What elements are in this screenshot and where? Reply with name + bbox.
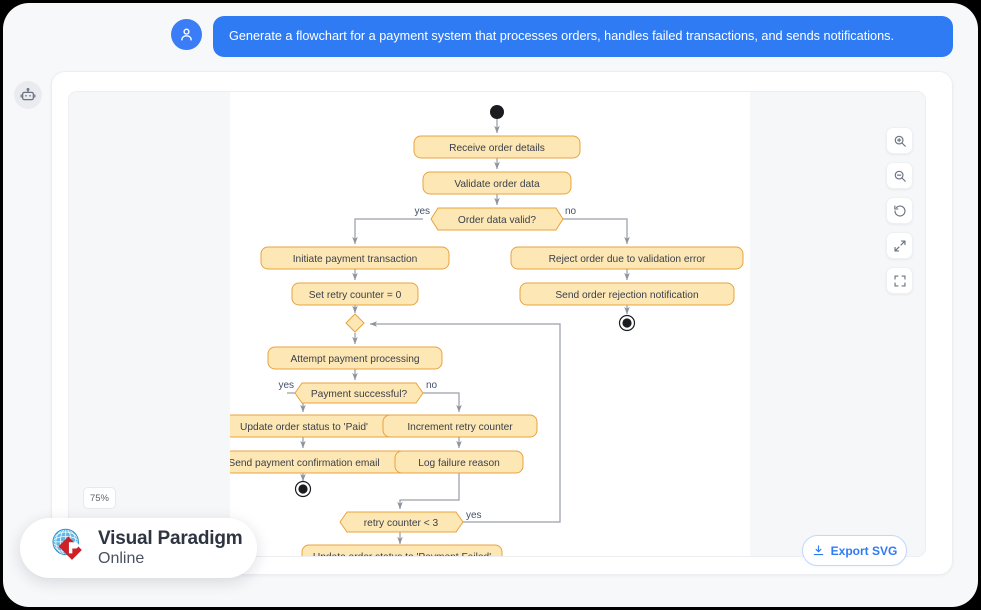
user-message-text: Generate a flowchart for a payment syste… (213, 16, 953, 57)
node-validate-order-data: Validate order data (422, 171, 572, 195)
svg-text:Increment retry counter: Increment retry counter (407, 422, 513, 433)
globe-diamond-logo (46, 524, 89, 572)
node-retry-counter-decision: retry counter < 3 (339, 511, 464, 533)
node-start (490, 105, 504, 119)
edge-label-yes-3: yes (466, 510, 482, 521)
user-message-row: Generate a flowchart for a payment syste… (171, 16, 953, 64)
diagram-canvas[interactable]: Receive order details Validate order dat… (68, 91, 926, 557)
brand-line-1: Visual Paradigm (98, 528, 243, 550)
app-window: Generate a flowchart for a payment syste… (3, 3, 978, 607)
node-receive-order-details: Receive order details (413, 135, 581, 159)
corner-brackets-icon (893, 274, 907, 288)
export-svg-label: Export SVG (830, 543, 898, 558)
fullscreen-button[interactable] (886, 267, 913, 294)
svg-text:retry counter < 3: retry counter < 3 (364, 518, 439, 529)
zoom-in-button[interactable] (886, 127, 913, 154)
node-merge-point (345, 313, 365, 333)
svg-text:Initiate payment transaction: Initiate payment transaction (293, 254, 418, 265)
node-update-order-status-paid: Update order status to 'Paid' (230, 414, 401, 438)
svg-text:Update order status to 'Paid': Update order status to 'Paid' (240, 422, 368, 433)
expand-arrows-icon (893, 239, 907, 253)
edge-label-no-2: no (426, 380, 438, 391)
zoom-level-badge: 75% (83, 487, 116, 509)
svg-text:Validate order data: Validate order data (454, 179, 540, 190)
svg-text:Attempt payment processing: Attempt payment processing (290, 354, 419, 365)
svg-text:Set retry counter = 0: Set retry counter = 0 (309, 290, 402, 301)
edge-label-no-1: no (565, 206, 577, 217)
svg-text:Send order rejection notificat: Send order rejection notification (555, 290, 698, 301)
diagram-paper: Receive order details Validate order dat… (230, 92, 750, 557)
node-order-data-valid-decision: Order data valid? (430, 207, 564, 231)
reset-button[interactable] (886, 197, 913, 224)
rotate-ccw-icon (893, 204, 907, 218)
edge-label-yes-1: yes (414, 206, 430, 217)
user-icon (171, 19, 202, 50)
magnifier-minus-icon (893, 169, 907, 183)
node-set-retry-counter-zero: Set retry counter = 0 (291, 282, 419, 306)
node-reject-order-validation-error: Reject order due to validation error (510, 246, 744, 270)
zoom-out-button[interactable] (886, 162, 913, 189)
export-svg-button[interactable]: Export SVG (802, 535, 907, 566)
node-end-rejection (618, 314, 636, 332)
svg-text:Update order status to 'Paymen: Update order status to 'Payment Failed' (313, 552, 491, 557)
visual-paradigm-logo: Visual Paradigm Online (20, 518, 257, 578)
node-end-success (294, 480, 312, 498)
brand-line-2: Online (98, 549, 145, 567)
node-send-payment-confirmation-email: Send payment confirmation email (230, 450, 415, 474)
fit-screen-button[interactable] (886, 232, 913, 259)
download-icon (812, 544, 825, 557)
node-update-order-status-payment-failed: Update order status to 'Payment Failed' (301, 544, 503, 557)
node-send-order-rejection-notification: Send order rejection notification (519, 282, 735, 306)
node-log-failure-reason: Log failure reason (394, 450, 524, 474)
node-initiate-payment-transaction: Initiate payment transaction (260, 246, 450, 270)
svg-text:Payment successful?: Payment successful? (311, 389, 408, 400)
svg-text:Reject order due to validation: Reject order due to validation error (549, 254, 706, 265)
edge-label-yes-2: yes (278, 380, 294, 391)
svg-text:Log failure reason: Log failure reason (418, 458, 500, 469)
node-increment-retry-counter: Increment retry counter (382, 414, 538, 438)
robot-icon (14, 81, 42, 109)
svg-text:Send payment confirmation emai: Send payment confirmation email (230, 458, 380, 469)
node-payment-successful-decision: Payment successful? (294, 382, 424, 404)
flowchart-svg: Receive order details Validate order dat… (230, 105, 744, 557)
magnifier-plus-icon (893, 134, 907, 148)
canvas-toolbar (886, 127, 913, 294)
svg-text:Order data valid?: Order data valid? (458, 215, 536, 226)
diagram-result-card: Receive order details Validate order dat… (51, 71, 953, 575)
svg-text:Receive order details: Receive order details (449, 143, 545, 154)
node-attempt-payment-processing: Attempt payment processing (267, 346, 443, 370)
